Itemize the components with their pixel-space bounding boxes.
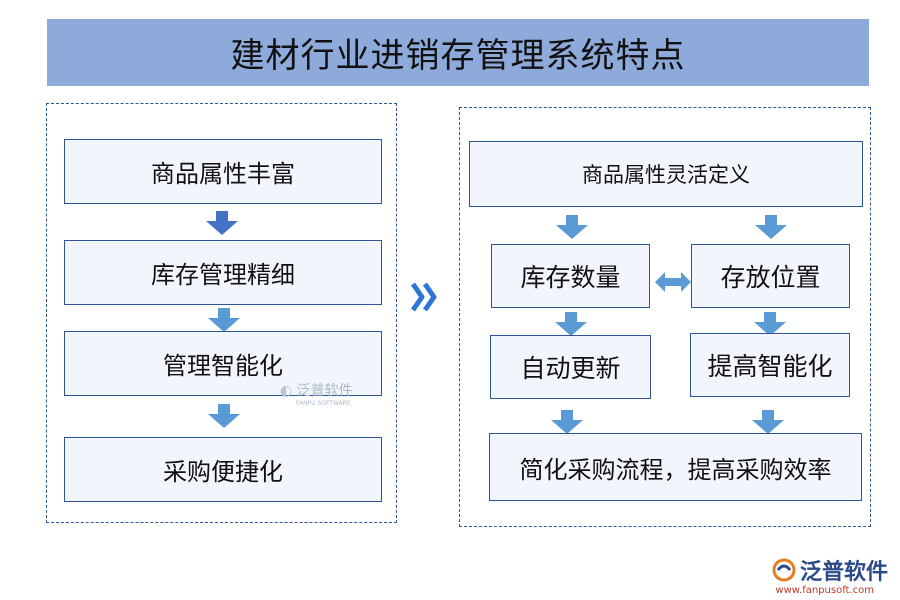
left-box-2: 库存管理精细 (64, 240, 382, 305)
right-bottom-box: 简化采购流程，提高采购效率 (489, 433, 862, 501)
brand-name: 泛普软件 (799, 560, 888, 585)
arrow-down-icon (755, 215, 787, 239)
watermark-icon: ◐ (280, 383, 293, 399)
left-box-3-label: 管理智能化 (163, 352, 283, 380)
auto-update-label: 自动更新 (520, 354, 621, 383)
left-panel (46, 103, 397, 523)
arrow-down-icon (208, 308, 240, 332)
storage-location-label: 存放位置 (720, 263, 821, 292)
arrow-down-icon (208, 404, 240, 428)
inventory-quantity-label: 库存数量 (520, 263, 621, 292)
left-box-2-label: 库存管理精细 (151, 261, 295, 289)
arrow-down-icon (551, 410, 583, 434)
auto-update-box: 自动更新 (490, 335, 651, 399)
double-chevron-icon (410, 282, 437, 312)
right-top-label: 商品属性灵活定义 (582, 163, 750, 187)
left-box-3: 管理智能化 (64, 331, 382, 396)
right-top-box: 商品属性灵活定义 (469, 141, 863, 207)
page-title: 建材行业进销存管理系统特点 (230, 36, 686, 76)
arrow-down-icon (555, 312, 587, 336)
watermark-brand: 泛普软件 (296, 383, 353, 399)
left-box-1-label: 商品属性丰富 (151, 160, 295, 188)
brand-logo: 泛普软件 (772, 554, 888, 586)
right-panel (459, 107, 871, 527)
left-box-4: 采购便捷化 (64, 437, 382, 502)
right-bottom-label: 简化采购流程，提高采购效率 (519, 455, 832, 484)
improve-intelligence-box: 提高智能化 (690, 333, 850, 397)
left-box-4-label: 采购便捷化 (163, 458, 283, 486)
watermark-sub: FANPU SOFTWARE (296, 400, 351, 407)
inventory-quantity-box: 库存数量 (491, 244, 650, 308)
watermark-logo: ◐ 泛普软件 FANPU SOFTWARE (280, 380, 353, 407)
arrow-down-icon (754, 312, 786, 336)
arrow-down-icon (556, 215, 588, 239)
title-banner: 建材行业进销存管理系统特点 (47, 19, 869, 86)
left-box-1: 商品属性丰富 (64, 139, 382, 204)
improve-intelligence-label: 提高智能化 (707, 352, 833, 381)
brand-logo-icon (772, 558, 796, 582)
arrow-down-icon (206, 211, 238, 235)
storage-location-box: 存放位置 (691, 244, 850, 308)
brand-url: www.fanpusoft.com (775, 585, 874, 596)
arrow-down-icon (752, 410, 784, 434)
double-arrow-icon (655, 272, 691, 292)
